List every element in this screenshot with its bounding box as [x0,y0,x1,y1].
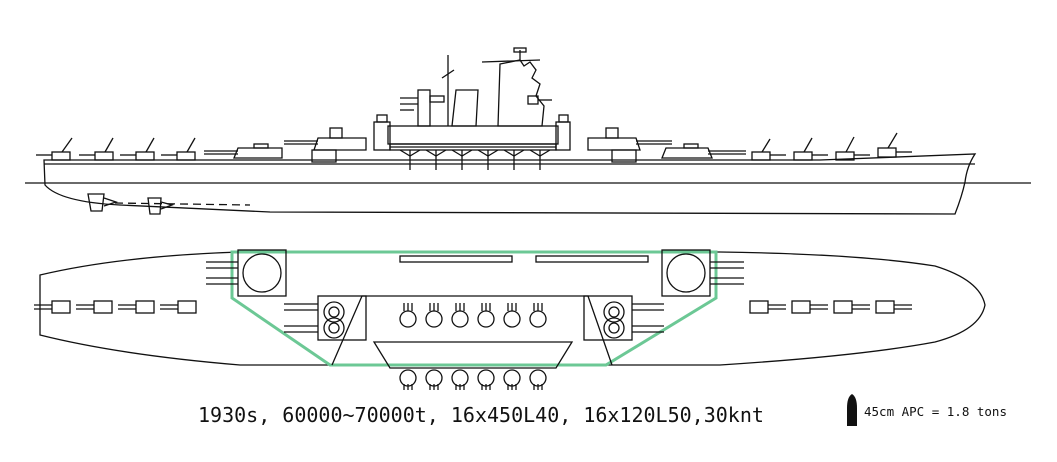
shell-icon [847,394,857,426]
aa-mount-row [399,303,547,390]
main-turret-top [206,249,367,341]
side-profile [25,47,1031,215]
funnel [451,89,479,127]
main-turret-side [587,127,746,163]
superstructure [373,47,571,170]
main-turret-side [204,127,367,163]
bridge-tower [497,59,545,127]
top-view [34,249,986,390]
secondary-turret-top [34,300,912,314]
shell-weight-note: 45cm APC = 1.8 tons [864,404,1007,419]
specification-caption: 1930s, 60000~70000t, 16x450L40, 16x120L5… [198,403,764,427]
central-deckhouse [331,295,613,366]
armor-zone [230,250,718,367]
secondary-turret-side [36,137,196,161]
secondary-turret-side [751,132,912,161]
main-turret-top [583,249,744,341]
propeller-fwd [147,197,162,215]
propeller-aft [87,193,105,212]
hull-profile [43,153,977,215]
